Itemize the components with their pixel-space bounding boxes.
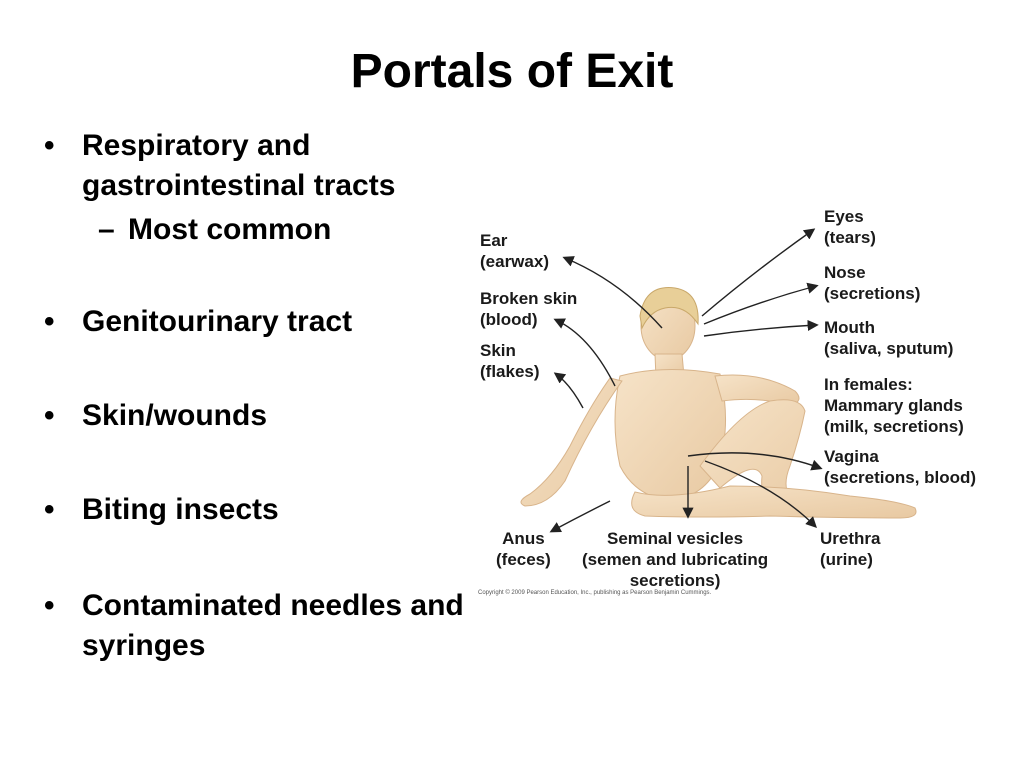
bullet-item: • Genitourinary tract: [40, 302, 540, 342]
label-ear: Ear (earwax): [480, 230, 549, 272]
label-eyes-title: Eyes: [824, 207, 864, 226]
bullet-dot: •: [44, 589, 55, 622]
label-seminal-vesicles: Seminal vesicles (semen and lubricating …: [582, 528, 768, 591]
label-eyes: Eyes (tears): [824, 206, 876, 248]
label-urethra: Urethra (urine): [820, 528, 880, 570]
bullet-text: Respiratory and gastrointestinal tracts: [82, 129, 396, 202]
label-nose: Nose (secretions): [824, 262, 920, 304]
label-skin-detail: (flakes): [480, 362, 540, 381]
label-skin-title: Skin: [480, 341, 516, 360]
sub-bullet-text: Most common: [128, 213, 332, 246]
pointer-arrows: [549, 228, 823, 533]
bullet-text: Contaminated needles and syringes: [82, 589, 464, 662]
label-broken-skin-title: Broken skin: [480, 289, 578, 308]
bullet-item: • Respiratory and gastrointestinal tract…: [40, 126, 540, 206]
label-ear-title: Ear: [480, 231, 508, 250]
label-nose-title: Nose: [824, 263, 866, 282]
bullet-dot: •: [44, 493, 55, 526]
label-seminal-detail-1: (semen and lubricating: [582, 550, 769, 569]
sub-bullet-dash: –: [98, 213, 115, 246]
label-ear-detail: (earwax): [480, 252, 549, 271]
figure-copyright: Copyright © 2009 Pearson Education, Inc.…: [478, 590, 712, 596]
label-broken-skin: Broken skin (blood): [480, 288, 577, 330]
label-anus-detail: (feces): [496, 550, 551, 569]
bullet-dot: •: [44, 399, 55, 432]
slide-title: Portals of Exit: [350, 45, 674, 98]
label-anus-title: Anus: [502, 529, 545, 548]
label-mammary-glands: In females: Mammary glands (milk, secret…: [824, 374, 964, 437]
label-vagina-detail: (secretions, blood): [824, 468, 977, 487]
sub-bullet-item: – Most common: [40, 210, 540, 250]
label-mouth-detail: (saliva, sputum): [824, 339, 954, 358]
label-mammary-detail: (milk, secretions): [824, 417, 964, 436]
label-nose-detail: (secretions): [824, 284, 921, 303]
bullet-item: • Skin/wounds: [40, 396, 540, 436]
label-seminal-title: Seminal vesicles: [607, 529, 744, 548]
bullet-item: • Contaminated needles and syringes: [40, 586, 540, 666]
label-mammary-prefix: In females:: [824, 375, 913, 394]
label-anus: Anus (feces): [496, 528, 551, 570]
label-vagina-title: Vagina: [824, 447, 879, 466]
bullet-text: Genitourinary tract: [82, 305, 353, 338]
human-figure-illustration: [520, 228, 917, 533]
label-mouth: Mouth (saliva, sputum): [824, 317, 953, 359]
body-silhouette: [520, 287, 917, 519]
label-broken-skin-detail: (blood): [480, 310, 538, 329]
bullet-text: Biting insects: [82, 493, 279, 526]
portals-figure: Ear (earwax) Broken skin (blood) Skin (f…: [470, 196, 1010, 606]
bullet-text: Skin/wounds: [82, 399, 268, 432]
bullet-dot: •: [44, 305, 55, 338]
label-vagina: Vagina (secretions, blood): [824, 446, 976, 488]
label-urethra-title: Urethra: [820, 529, 881, 548]
bullet-item: • Biting insects: [40, 490, 540, 530]
bullet-list: • Respiratory and gastrointestinal tract…: [40, 126, 540, 666]
label-eyes-detail: (tears): [824, 228, 876, 247]
label-seminal-detail-2: secretions): [629, 571, 721, 590]
label-mouth-title: Mouth: [824, 318, 875, 337]
label-mammary-title: Mammary glands: [824, 396, 963, 415]
bullet-dot: •: [44, 129, 55, 162]
label-skin: Skin (flakes): [480, 340, 540, 382]
label-urethra-detail: (urine): [820, 550, 873, 569]
